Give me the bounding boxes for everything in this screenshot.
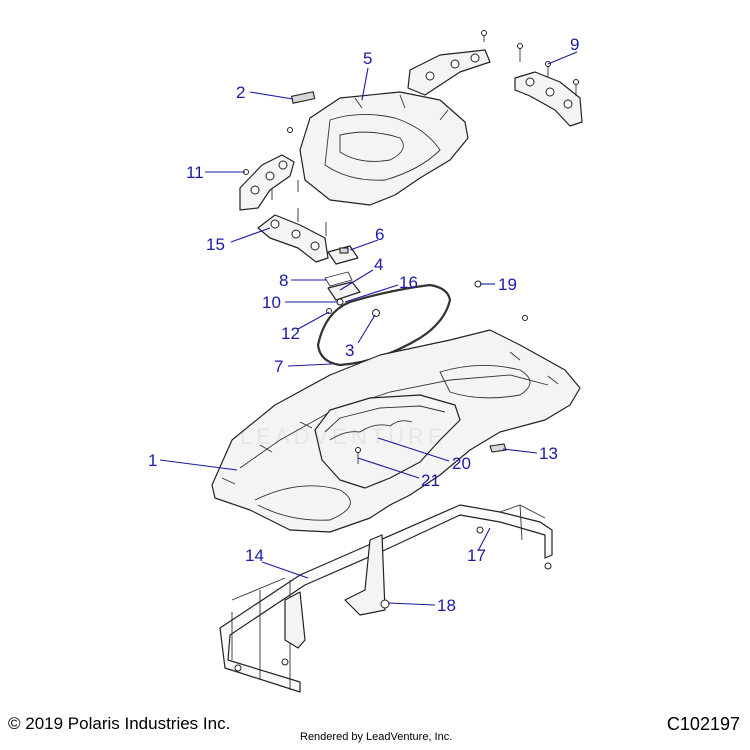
callout-12: 12 [281,324,300,343]
part-7-seal [316,283,452,367]
callout-1: 1 [148,451,157,470]
callout-3: 3 [345,341,354,360]
callout-16: 16 [399,273,418,292]
callout-2: 2 [236,83,245,102]
callout-5: 5 [363,49,372,68]
callout-14: 14 [245,546,264,565]
callout-17: 17 [467,546,486,565]
callout-6: 6 [375,225,384,244]
rendered-by-text: Rendered by LeadVenture, Inc. [300,731,453,743]
part-3-grommet [372,309,380,317]
part-8-latch-spring [324,271,353,287]
callout-11: 11 [186,163,204,182]
part-9-bracket-right [514,71,583,127]
callout-9: 9 [570,35,579,54]
part-6-latch [327,245,359,265]
callout-7: 7 [274,357,283,376]
callout-10: 10 [262,293,281,312]
part-11-bracket-left [239,154,299,211]
part-15-bracket [257,208,329,263]
part-4-latch-plate [327,281,361,301]
diagram-id: C102197 [666,714,740,734]
callout-8: 8 [279,271,288,290]
leader-lines [159,51,578,606]
callout-20: 20 [452,454,471,473]
part-2-decal [290,91,316,104]
callout-15: 15 [206,235,225,254]
watermark: LEADVENTURE [240,424,447,449]
part-5-rack-cover [299,91,469,206]
callout-4: 4 [374,255,383,274]
callout-13: 13 [539,444,558,463]
part-bracket-top-center [407,49,491,96]
copyright-text: © 2019 Polaris Industries Inc. [8,714,231,733]
callout-19: 19 [498,275,517,294]
callout-21: 21 [421,471,440,490]
part-13-clip [489,443,507,453]
callout-labels: 1 2 3 4 5 6 7 8 9 10 11 12 13 14 15 16 1… [148,35,579,615]
part-14-frame [219,504,553,693]
callout-18: 18 [437,596,456,615]
bolts-top [287,30,579,133]
